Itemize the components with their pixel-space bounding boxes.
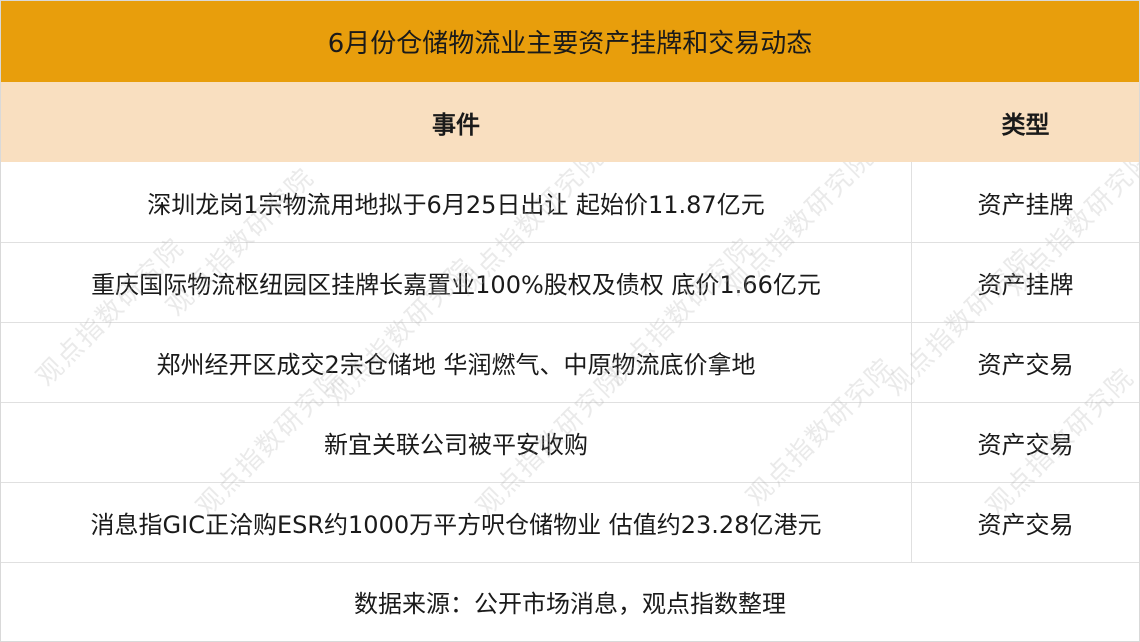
header-type: 类型 xyxy=(1001,110,1050,139)
row-divider xyxy=(1,562,1139,563)
header-event: 事件 xyxy=(432,110,480,139)
table-row: 重庆国际物流枢纽园区挂牌长嘉置业100%股权及债权 底价1.66亿元 资产挂牌 xyxy=(1,242,1139,322)
row-divider xyxy=(1,402,1139,403)
source-note: 数据来源：公开市场消息，观点指数整理 xyxy=(354,590,786,618)
row-divider xyxy=(1,482,1139,483)
row-event: 深圳龙岗1宗物流用地拟于6月25日出让 起始价11.87亿元 xyxy=(1,162,912,242)
row-type: 资产交易 xyxy=(977,510,1074,539)
table-header-row: 事件 类型 xyxy=(1,82,1139,162)
row-type: 资产交易 xyxy=(977,430,1074,459)
table-row: 郑州经开区成交2宗仓储地 华润燃气、中原物流底价拿地 资产交易 xyxy=(1,322,1139,402)
row-type: 资产挂牌 xyxy=(977,190,1074,219)
row-event: 新宜关联公司被平安收购 xyxy=(1,402,912,482)
table-title: 6月份仓储物流业主要资产挂牌和交易动态 xyxy=(1,1,1139,82)
row-divider xyxy=(1,242,1139,243)
table-row: 消息指GIC正洽购ESR约1000万平方呎仓储物业 估值约23.28亿港元 资产… xyxy=(1,482,1139,562)
table-row: 深圳龙岗1宗物流用地拟于6月25日出让 起始价11.87亿元 资产挂牌 xyxy=(1,162,1139,242)
row-type: 资产交易 xyxy=(977,350,1074,379)
table-row: 新宜关联公司被平安收购 资产交易 xyxy=(1,402,1139,482)
row-type: 资产挂牌 xyxy=(977,270,1074,299)
row-divider xyxy=(1,322,1139,323)
row-event: 郑州经开区成交2宗仓储地 华润燃气、中原物流底价拿地 xyxy=(1,322,912,402)
row-event: 重庆国际物流枢纽园区挂牌长嘉置业100%股权及债权 底价1.66亿元 xyxy=(1,242,912,322)
row-event: 消息指GIC正洽购ESR约1000万平方呎仓储物业 估值约23.28亿港元 xyxy=(1,482,912,562)
